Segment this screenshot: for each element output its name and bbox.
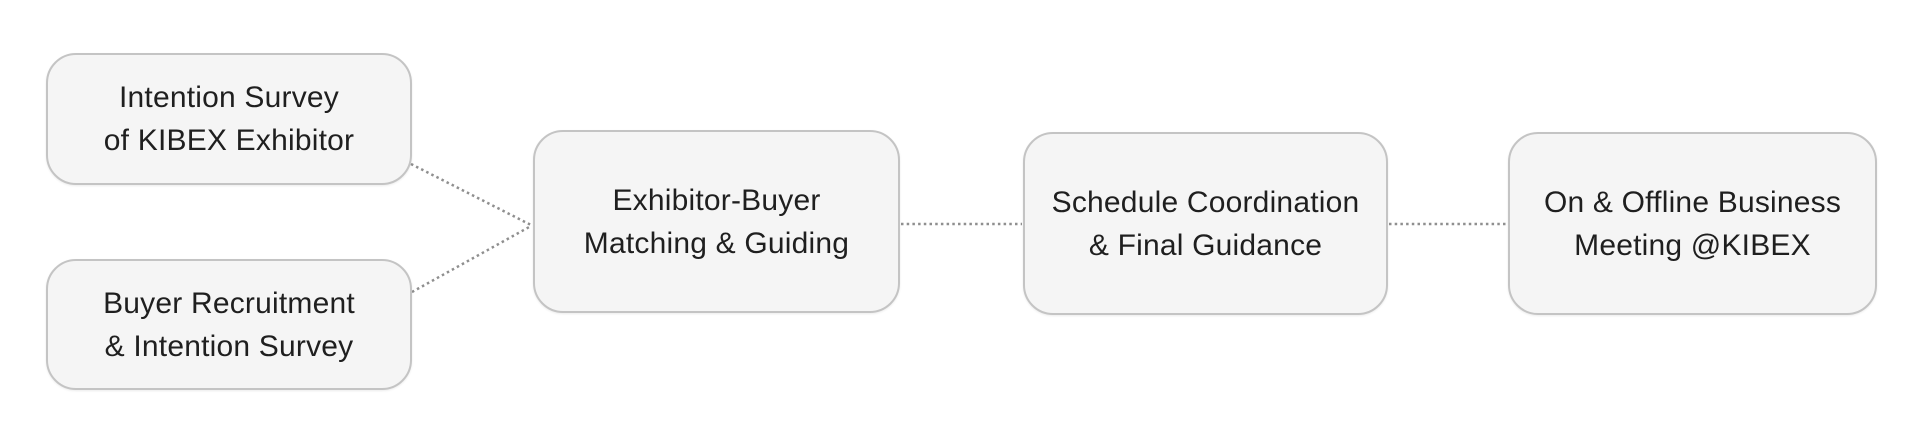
step-schedule-coordination: Schedule Coordination & Final Guidance bbox=[1023, 132, 1388, 315]
step-label-line: Exhibitor-Buyer bbox=[612, 183, 821, 217]
step-label-line: Intention Survey bbox=[119, 81, 339, 114]
connector-buyer-recruitment-to-matching bbox=[411, 224, 532, 294]
step-label-line: Matching & Guiding bbox=[583, 226, 850, 260]
step-buyer-recruitment: Buyer Recruitment & Intention Survey bbox=[46, 259, 412, 390]
step-label-line: of KIBEX Exhibitor bbox=[103, 124, 355, 157]
step-label-line: Buyer Recruitment bbox=[103, 286, 355, 320]
step-label-line: Meeting @KIBEX bbox=[1574, 228, 1811, 262]
step-business-meeting: On & Offline Business Meeting @KIBEX bbox=[1508, 132, 1877, 315]
step-label-line: & Intention Survey bbox=[104, 329, 354, 363]
step-intention-survey-exhibitor: Intention Survey of KIBEX Exhibitor bbox=[46, 53, 412, 185]
step-label-line: Schedule Coordination bbox=[1051, 185, 1360, 219]
step-label-line: On & Offline Business bbox=[1543, 185, 1842, 219]
connector-intention-survey-to-matching bbox=[410, 162, 532, 227]
step-label-line: & Final Guidance bbox=[1088, 228, 1323, 262]
step-matching-guiding: Exhibitor-Buyer Matching & Guiding bbox=[533, 130, 900, 313]
